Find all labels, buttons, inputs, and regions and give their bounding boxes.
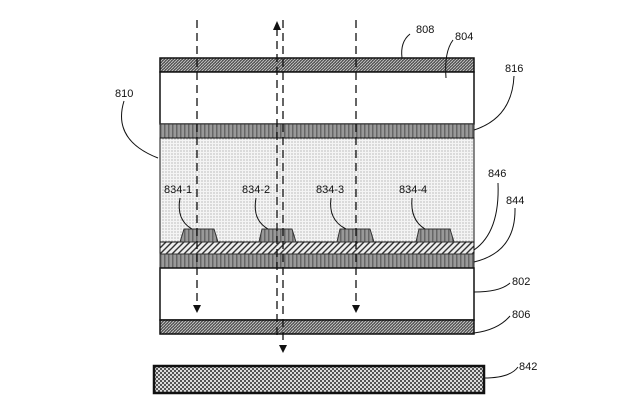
layer-846 bbox=[159, 241, 475, 255]
label-844: 844 bbox=[506, 195, 524, 207]
arrow-heads bbox=[193, 21, 360, 353]
arrow-down-icon bbox=[352, 305, 360, 313]
leader-lines bbox=[121, 33, 519, 379]
arrow-down-icon bbox=[193, 305, 201, 313]
arrow-up-icon bbox=[273, 21, 281, 30]
layer-844 bbox=[159, 253, 475, 269]
layer-808 bbox=[159, 57, 475, 73]
label-804: 804 bbox=[455, 31, 473, 43]
label-842: 842 bbox=[519, 361, 537, 373]
reference-labels: 808 804 816 810 846 844 802 806 842 834-… bbox=[115, 24, 537, 373]
layer-804 bbox=[159, 71, 475, 125]
label-808: 808 bbox=[416, 24, 434, 36]
layer-806 bbox=[159, 319, 475, 335]
layer-802 bbox=[159, 267, 475, 321]
label-806: 806 bbox=[512, 309, 530, 321]
label-802: 802 bbox=[512, 276, 530, 288]
label-810: 810 bbox=[115, 88, 133, 100]
label-816: 816 bbox=[505, 63, 523, 75]
element-834-4 bbox=[415, 228, 455, 243]
label-834-4: 834-4 bbox=[399, 184, 427, 196]
layer-816 bbox=[159, 123, 475, 139]
light-rays bbox=[196, 20, 357, 346]
arrow-down-icon bbox=[279, 345, 287, 353]
label-846: 846 bbox=[488, 168, 506, 180]
layer-stack bbox=[159, 57, 475, 335]
label-834-2: 834-2 bbox=[242, 184, 270, 196]
layer-810 bbox=[159, 137, 475, 243]
element-834-1 bbox=[179, 228, 219, 243]
label-834-1: 834-1 bbox=[164, 184, 192, 196]
plate-842 bbox=[152, 364, 486, 395]
element-834-2 bbox=[258, 228, 297, 243]
label-834-3: 834-3 bbox=[316, 184, 344, 196]
elements-834 bbox=[179, 228, 455, 243]
